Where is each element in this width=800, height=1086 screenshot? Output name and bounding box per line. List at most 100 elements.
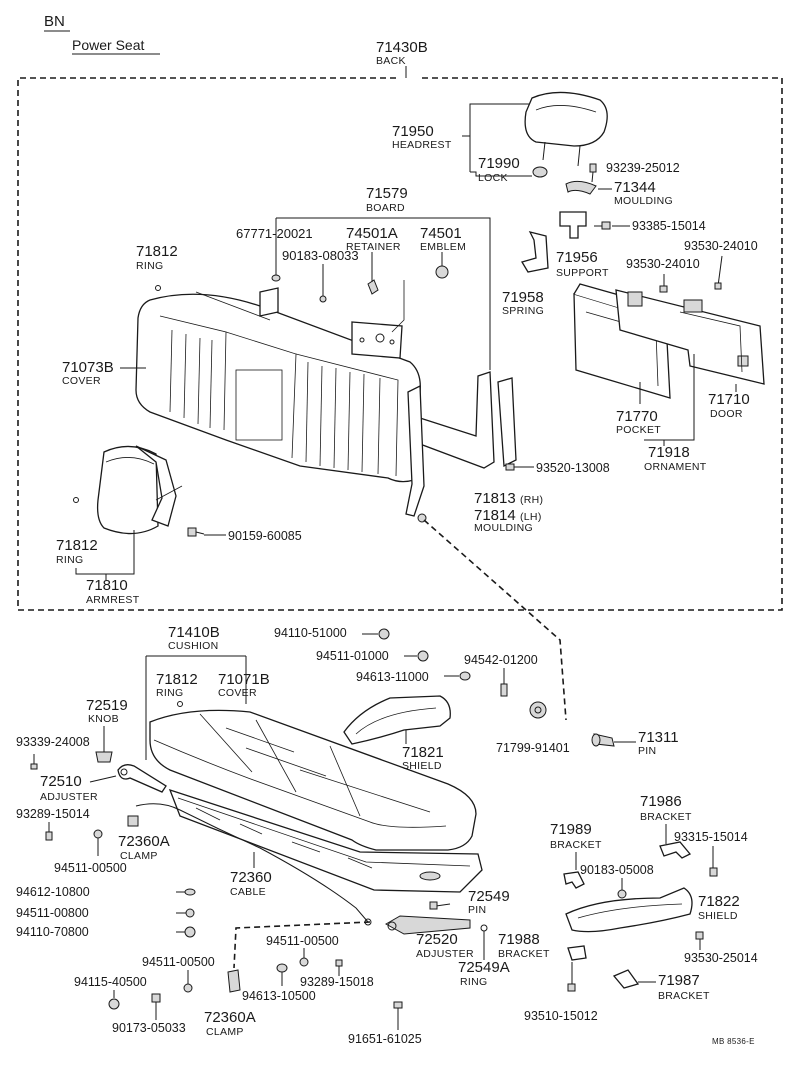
cable-number: 72360	[230, 869, 272, 886]
lock-caption: LOCK	[478, 172, 508, 184]
cover-back-number: 71073B	[62, 359, 114, 376]
shield-71822-drawing	[565, 887, 693, 933]
board-panel-drawing	[351, 280, 495, 469]
bracket-71986-caption: BRACKET	[640, 811, 692, 823]
nut-94110-51000-number: 94110-51000	[274, 626, 347, 640]
moulding-lh-number: 71814	[474, 507, 516, 524]
washer-94511-01000-number: 94511-01000	[316, 649, 389, 663]
headrest-number: 71950	[392, 123, 434, 140]
screw-93289-a-drawing	[45, 822, 53, 841]
screw-93339-drawing	[30, 754, 38, 770]
screw-93289-a-number: 93289-15014	[16, 807, 90, 821]
bracket-71989-number: 71989	[550, 821, 592, 838]
ornament-number: 71918	[648, 444, 690, 461]
washer-94511-00800-drawing	[176, 908, 195, 918]
washer-94511-00800-number: 94511-00800	[16, 906, 89, 920]
washer-94511-00500-c-number: 94511-00500	[142, 955, 215, 969]
nut-94110-51000-drawing	[362, 628, 390, 640]
pin-72549-number: 72549	[468, 888, 510, 905]
headrest-drawing	[524, 91, 608, 167]
screw-93530-a-number: 93530-24010	[684, 239, 758, 253]
pin-71311-drawing	[591, 733, 636, 747]
board-caption: BOARD	[366, 202, 405, 214]
washer-94511-00500-b-drawing	[299, 948, 309, 967]
support-caption: SUPPORT	[556, 267, 609, 279]
shield-71821-drawing	[343, 695, 451, 745]
adjuster-72520-drawing	[384, 915, 471, 935]
washer-94613-10500-drawing	[276, 963, 288, 986]
screw-93339-number: 93339-24008	[16, 735, 90, 749]
drawing-reference: MB 8536-E	[712, 1037, 755, 1046]
door-caption: DOOR	[710, 408, 743, 420]
emblem-drawing	[435, 252, 449, 279]
washer-94511-00500-a-number: 94511-00500	[54, 861, 127, 875]
cable-caption: CABLE	[230, 886, 266, 898]
bracket-71989-caption: BRACKET	[550, 839, 602, 851]
ring-72549a-drawing	[480, 924, 488, 960]
moulding-71344-drawing	[565, 180, 597, 195]
screw-93239-drawing	[589, 163, 597, 183]
shield-71822-caption: SHIELD	[698, 910, 738, 922]
screw-93530-25014-number: 93530-25014	[684, 951, 758, 965]
seat-cushion-drawing	[149, 709, 483, 893]
p90183-05008-drawing	[617, 878, 627, 899]
cover-back-caption: COVER	[62, 375, 101, 387]
seat-back-drawing	[135, 287, 421, 483]
washer-94613-11000-drawing	[444, 671, 471, 681]
armrest-number: 71810	[86, 577, 128, 594]
cover-cushion-caption: COVER	[218, 687, 257, 699]
screw-93385-number: 93385-15014	[632, 219, 706, 233]
p71799-number: 71799-91401	[496, 741, 570, 755]
ornament-caption: ORNAMENT	[644, 461, 707, 473]
bracket-71987-caption: BRACKET	[658, 990, 710, 1002]
emblem-number: 74501	[420, 225, 462, 242]
headrest-caption: HEADREST	[392, 139, 452, 151]
knob-number: 72519	[86, 697, 128, 714]
pin-72549-drawing	[429, 901, 451, 910]
p67771-drawing	[271, 274, 281, 282]
diagram-code: BN	[44, 13, 65, 30]
ring-cushion-caption: RING	[156, 687, 183, 699]
clamp-72360a-top-drawing	[127, 815, 139, 827]
washer-94511-00500-b-number: 94511-00500	[266, 934, 339, 948]
bolt-91651-number: 91651-61025	[348, 1032, 422, 1046]
ring-top-number: 71812	[136, 243, 178, 260]
ring-top-drawing	[155, 285, 161, 291]
lock-number: 71990	[478, 155, 520, 172]
p90173-number: 90173-05033	[112, 1021, 186, 1035]
screw-93315-drawing	[709, 846, 718, 877]
adjuster-72520-number: 72520	[416, 931, 458, 948]
back-caption: BACK	[376, 55, 406, 67]
moulding-rh-number: 71813	[474, 490, 516, 507]
washer-94612-number: 94612-10800	[16, 885, 90, 899]
ring-cushion-number: 71812	[156, 671, 198, 688]
pin-71311-number: 71311	[638, 729, 679, 746]
knob-caption: KNOB	[88, 713, 119, 725]
screw-93239-number: 93239-25012	[606, 161, 680, 175]
moulding-rh-side: (RH)	[520, 494, 543, 506]
nut-94110-70800-drawing	[176, 926, 196, 938]
clamp-72360a-top-number: 72360A	[118, 833, 170, 850]
nut-94110-70800-number: 94110-70800	[16, 925, 89, 939]
moulding-71344-caption: MOULDING	[614, 195, 673, 207]
screw-93520-drawing	[505, 463, 520, 471]
washer-94613-11000-number: 94613-11000	[356, 670, 429, 684]
bracket-71988-number: 71988	[498, 931, 540, 948]
washer-94613-10500-number: 94613-10500	[242, 989, 316, 1003]
moulding-lh-side: (LH)	[520, 511, 542, 523]
lock-drawing	[532, 166, 548, 178]
adjuster-72510-drawing	[117, 764, 167, 793]
support-drawing	[559, 211, 587, 239]
nut-94115-drawing	[108, 990, 120, 1010]
ring-arm-drawing	[73, 497, 79, 503]
back-assembly-boundary	[17, 77, 783, 611]
screw-93510-drawing	[567, 962, 576, 992]
screw-93530-b-number: 93530-24010	[626, 257, 700, 271]
moulding-rh-lh-drawing	[405, 377, 517, 523]
door-number: 71710	[708, 391, 750, 408]
washer-94511-00500-a-drawing	[93, 829, 103, 856]
ring-72549a-caption: RING	[460, 976, 487, 988]
shield-71822-number: 71822	[698, 893, 740, 910]
p94542-number: 94542-01200	[464, 653, 538, 667]
